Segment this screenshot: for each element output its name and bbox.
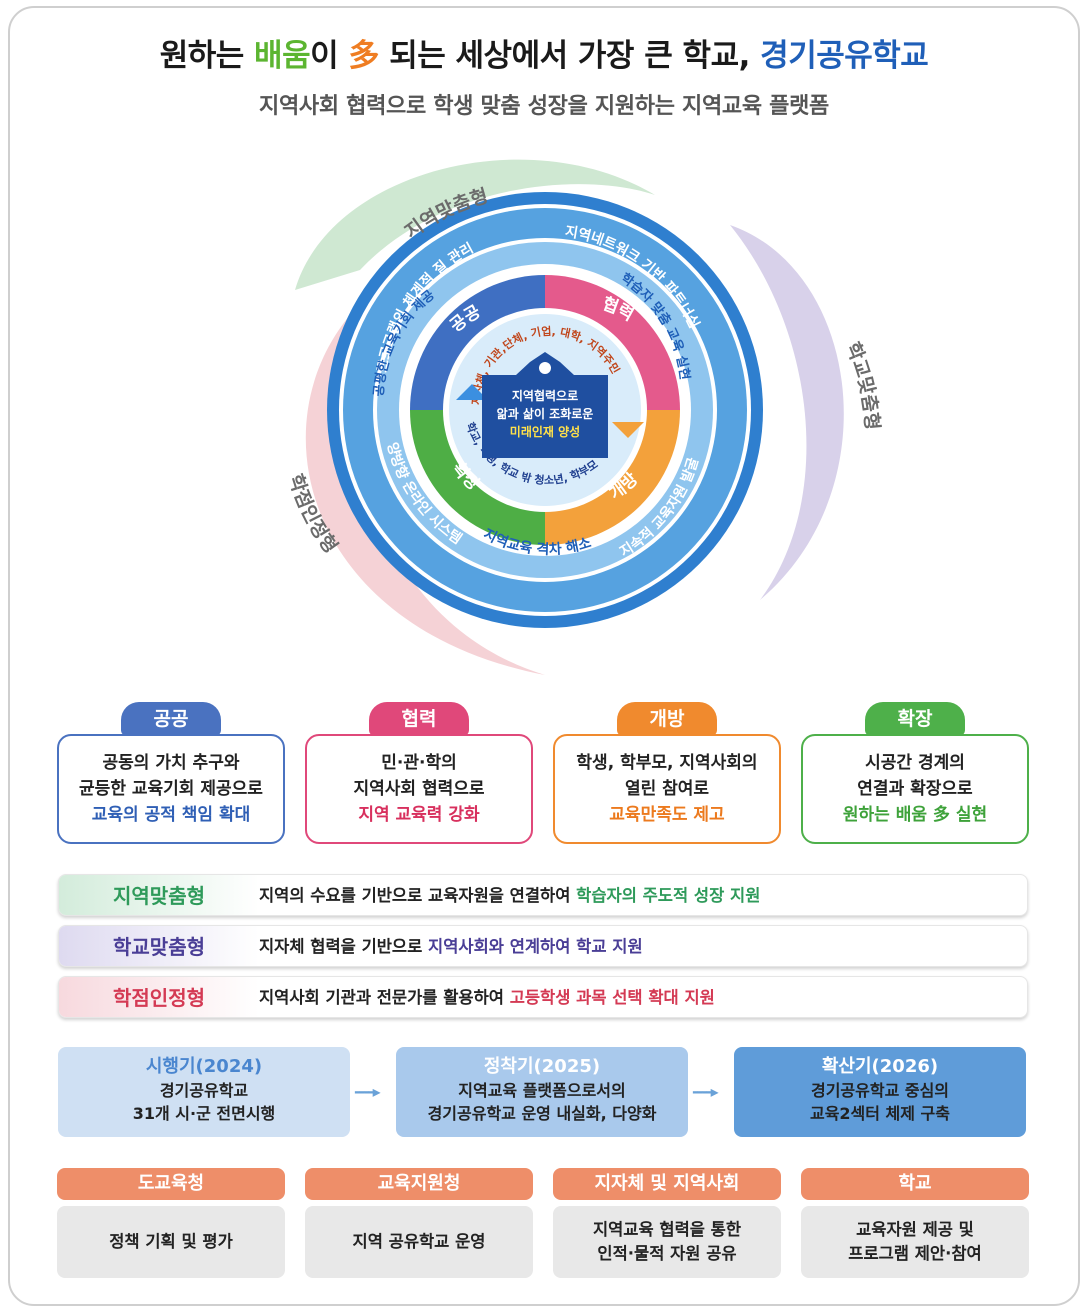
value-highlight: 교육만족도 제고 <box>609 805 725 825</box>
green-swirl <box>295 159 655 290</box>
role-line: 프로그램 제안·참여 <box>848 1244 982 1263</box>
type-row-regional: 지역맞춤형 지역의 수요를 기반으로 교육자원을 연결하여 학습자의 주도적 성… <box>58 874 1028 916</box>
type-desc: 지역사회 기관과 전문가를 활용하여 고등학생 과목 선택 확대 지원 <box>259 988 715 1007</box>
type-desc: 지역의 수요를 기반으로 교육자원을 연결하여 학습자의 주도적 성장 지원 <box>259 886 761 905</box>
role-line: 지역교육 협력을 통한 <box>592 1220 742 1239</box>
page-subtitle: 지역사회 협력으로 학생 맞춤 성장을 지원하는 지역교육 플랫폼 <box>259 94 829 119</box>
role-line: 지역 공유학교 운영 <box>352 1232 486 1251</box>
type-desc: 지자체 협력을 기반으로 지역사회와 연계하여 학교 지원 <box>259 937 643 956</box>
role-provincial-office: 도교육청 정책 기획 및 평가 <box>57 1168 285 1278</box>
value-title: 확장 <box>865 702 965 736</box>
role-line: 인적·물적 자원 공유 <box>597 1244 737 1263</box>
value-title: 개방 <box>617 702 717 736</box>
role-body: 지역 공유학교 운영 <box>305 1206 533 1278</box>
type-label: 학점인정형 <box>59 977 259 1017</box>
value-title: 협력 <box>369 702 469 736</box>
type-label: 지역맞춤형 <box>59 875 259 915</box>
phase-line: 지역교육 플랫폼으로서의 <box>458 1081 626 1100</box>
role-line: 교육자원 제공 및 <box>856 1220 974 1239</box>
value-card-public: 공공 공동의 가치 추구와 균등한 교육기회 제공으로 교육의 공적 책임 확대 <box>57 702 285 844</box>
value-line: 균등한 교육기회 제공으로 <box>79 779 263 799</box>
value-body: 학생, 학부모, 지역사회의 열린 참여로 교육만족도 제고 <box>553 734 781 844</box>
value-card-openness: 개방 학생, 학부모, 지역사회의 열린 참여로 교육만족도 제고 <box>553 702 781 844</box>
value-card-expansion: 확장 시공간 경계의 연결과 확장으로 원하는 배움 多 실현 <box>801 702 1029 844</box>
phase-expand: 확산기(2026) 경기공유학교 중심의 교육2섹터 체제 구축 <box>734 1047 1026 1137</box>
phase-line: 경기공유학교 운영 내실화, 다양화 <box>427 1104 657 1123</box>
center-text-line1: 지역협력으로 <box>512 388 578 403</box>
value-line: 민·관·학의 <box>381 753 457 773</box>
value-line: 연결과 확장으로 <box>857 779 973 799</box>
purple-swirl <box>730 225 844 600</box>
value-line: 학생, 학부모, 지역사회의 <box>576 753 758 773</box>
value-body: 시공간 경계의 연결과 확장으로 원하는 배움 多 실현 <box>801 734 1029 844</box>
role-title: 교육지원청 <box>305 1168 533 1200</box>
role-line: 정책 기획 및 평가 <box>109 1232 233 1251</box>
phase-title: 확산기(2026) <box>821 1056 939 1077</box>
value-highlight: 지역 교육력 강화 <box>358 805 480 825</box>
type-row-credit: 학점인정형 지역사회 기관과 전문가를 활용하여 고등학생 과목 선택 확대 지… <box>58 976 1028 1018</box>
phase-pilot: 시행기(2024) 경기공유학교 31개 시·군 전면시행 <box>58 1047 350 1137</box>
phase-line: 31개 시·군 전면시행 <box>132 1104 276 1123</box>
role-title: 학교 <box>801 1168 1029 1200</box>
center-text-highlight: 미래인재 양성 <box>510 424 580 439</box>
phase-line: 교육2섹터 체제 구축 <box>809 1104 951 1123</box>
platform-wheel-diagram: 지역맞춤형 학교맞춤형 학점인정형 프로그램의 체계적 질 관리 지역네트워크 … <box>200 130 900 690</box>
up-triangle-icon <box>456 384 488 400</box>
value-card-cooperation: 협력 민·관·학의 지역사회 협력으로 지역 교육력 강화 <box>305 702 533 844</box>
value-body: 민·관·학의 지역사회 협력으로 지역 교육력 강화 <box>305 734 533 844</box>
value-body: 공동의 가치 추구와 균등한 교육기회 제공으로 교육의 공적 책임 확대 <box>57 734 285 844</box>
phase-line: 경기공유학교 <box>159 1081 249 1100</box>
down-triangle-icon <box>612 422 644 438</box>
page-title: 원하는 배움이 多 되는 세상에서 가장 큰 학교, 경기공유학교 <box>159 38 929 74</box>
arc-label-school: 학교맞춤형 <box>841 339 883 431</box>
type-label: 학교맞춤형 <box>59 926 259 966</box>
value-line: 열린 참여로 <box>624 779 710 799</box>
role-district-office: 교육지원청 지역 공유학교 운영 <box>305 1168 533 1278</box>
center-text-line2: 앎과 삶이 조화로운 <box>497 406 594 421</box>
phase-title: 시행기(2024) <box>145 1056 263 1077</box>
phase-arrow-icon: ----▸ <box>692 1082 719 1101</box>
value-highlight: 교육의 공적 책임 확대 <box>91 805 251 825</box>
value-highlight: 원하는 배움 多 실현 <box>842 805 988 825</box>
value-line: 지역사회 협력으로 <box>353 779 485 799</box>
value-line: 공동의 가치 추구와 <box>102 753 240 773</box>
role-body: 정책 기획 및 평가 <box>57 1206 285 1278</box>
value-line: 시공간 경계의 <box>865 753 965 773</box>
type-row-school: 학교맞춤형 지자체 협력을 기반으로 지역사회와 연계하여 학교 지원 <box>58 925 1028 967</box>
role-title: 도교육청 <box>57 1168 285 1200</box>
center-house-icon <box>482 352 608 458</box>
phase-line: 경기공유학교 중심의 <box>810 1081 950 1100</box>
phase-title: 정착기(2025) <box>483 1056 601 1077</box>
value-title: 공공 <box>121 702 221 736</box>
phase-settle: 정착기(2025) 지역교육 플랫폼으로서의 경기공유학교 운영 내실화, 다양… <box>396 1047 688 1137</box>
phase-arrow-icon: ----▸ <box>354 1082 381 1101</box>
role-title: 지자체 및 지역사회 <box>553 1168 781 1200</box>
